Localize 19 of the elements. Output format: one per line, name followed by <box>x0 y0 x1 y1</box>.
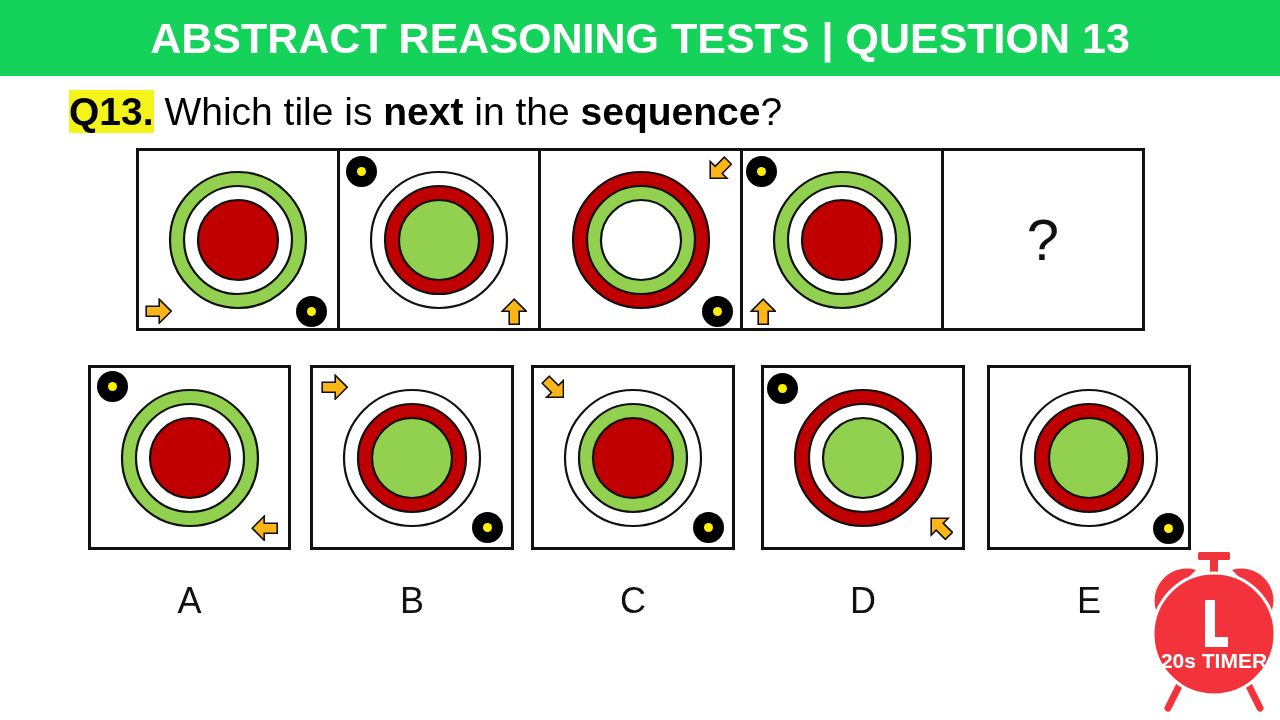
title: ABSTRACT REASONING TESTS | QUESTION 13 <box>150 13 1130 63</box>
option-letter: B <box>400 581 424 621</box>
sequence-tile <box>941 148 1145 331</box>
timer-label: 20s TIMER <box>1160 649 1268 671</box>
sequence-tile <box>538 148 743 331</box>
answer-tile <box>88 365 291 550</box>
option-letter: D <box>850 581 876 621</box>
sequence-tile <box>136 148 340 331</box>
option-letter: C <box>620 581 646 621</box>
answer-tile <box>310 365 514 550</box>
missing-tile-mark: ? <box>1026 210 1060 269</box>
sequence-tile <box>337 148 541 331</box>
answer-tile <box>531 365 735 550</box>
question-text: Q13. Which tile is next in the sequence? <box>69 90 783 134</box>
answer-tile <box>761 365 965 550</box>
option-letter: E <box>1077 581 1101 621</box>
option-letter: A <box>177 581 202 621</box>
answer-tile <box>987 365 1191 550</box>
sequence-tile <box>740 148 944 331</box>
